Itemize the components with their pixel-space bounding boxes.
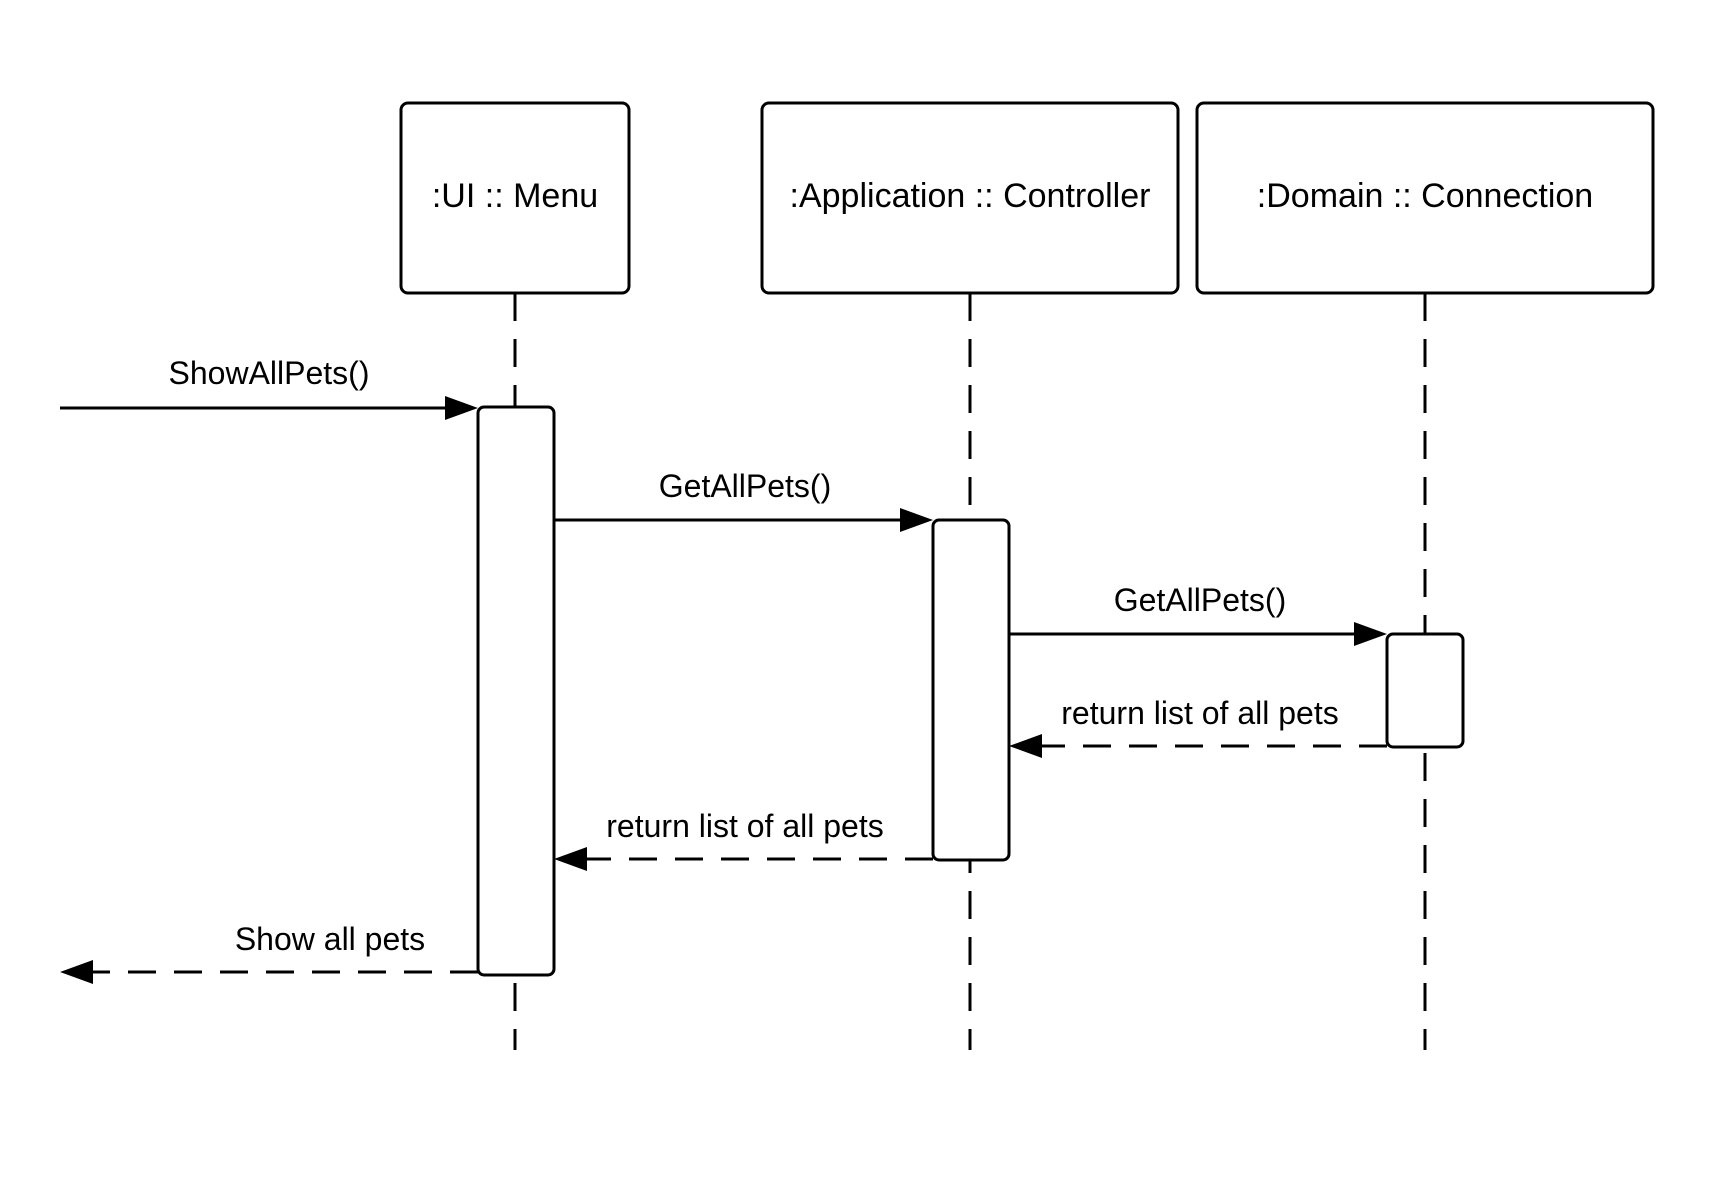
participant-label: :Domain :: Connection: [1257, 177, 1593, 215]
participant-application-controller: :Application :: Controller: [760, 101, 1180, 295]
activation-domain-connection: [1385, 632, 1465, 749]
arrow-head-icon: [1354, 622, 1387, 646]
message-label: return list of all pets: [606, 808, 883, 844]
arrow-head-icon: [900, 508, 933, 532]
activation-ui-menu: [476, 405, 556, 977]
participant-label: :Application :: Controller: [790, 177, 1151, 215]
message-return-to-menu: return list of all pets: [554, 808, 933, 871]
participant-ui-menu: :UI :: Menu: [399, 101, 631, 295]
arrow-head-icon: [1009, 734, 1042, 758]
arrow-head-icon: [60, 960, 93, 984]
message-get-all-pets-to-connection: GetAllPets(): [1009, 582, 1387, 646]
message-label: GetAllPets(): [1114, 582, 1286, 618]
message-label: ShowAllPets(): [169, 355, 370, 391]
message-label: Show all pets: [235, 921, 425, 957]
message-get-all-pets-to-controller: GetAllPets(): [554, 468, 933, 532]
activation-application-controller: [931, 518, 1011, 862]
message-show-all-pets-call: ShowAllPets(): [60, 355, 478, 420]
message-label: GetAllPets(): [659, 468, 831, 504]
participant-domain-connection: :Domain :: Connection: [1195, 101, 1655, 295]
arrow-head-icon: [445, 396, 478, 420]
message-show-all-pets-return: Show all pets: [60, 921, 478, 984]
message-return-to-controller: return list of all pets: [1009, 695, 1387, 758]
participant-label: :UI :: Menu: [432, 177, 598, 215]
message-label: return list of all pets: [1061, 695, 1338, 731]
arrow-head-icon: [554, 847, 587, 871]
